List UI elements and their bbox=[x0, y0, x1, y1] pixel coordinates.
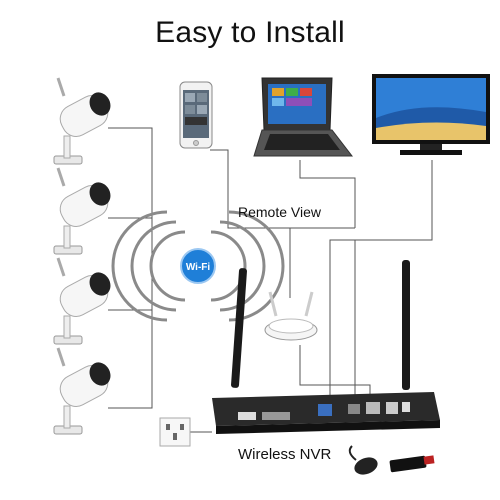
camera-4 bbox=[53, 347, 111, 435]
router-nvr-line bbox=[299, 345, 371, 400]
wifi-signal-icon bbox=[111, 210, 285, 322]
page-title: Easy to Install bbox=[155, 16, 345, 49]
connection-lines bbox=[108, 127, 433, 433]
smartphone bbox=[179, 81, 213, 149]
wifi-badge bbox=[180, 248, 216, 284]
camera-3 bbox=[53, 257, 111, 345]
remote-view-label: Remote View bbox=[238, 204, 322, 220]
wireless-nvr-label: Wireless NVR bbox=[238, 446, 332, 463]
laptop bbox=[253, 77, 354, 157]
wifi-router bbox=[264, 291, 318, 341]
usb-mouse bbox=[348, 445, 378, 475]
usb-drive bbox=[389, 455, 435, 473]
camera-1 bbox=[53, 77, 111, 165]
wireless-nvr bbox=[212, 260, 440, 434]
phone-remote-line bbox=[210, 149, 355, 229]
camera-bus-line bbox=[108, 127, 153, 409]
television bbox=[372, 74, 490, 155]
tv-hdmi-line bbox=[329, 160, 433, 400]
wifi-badge-label: Wi-Fi bbox=[186, 262, 211, 273]
camera-2 bbox=[53, 167, 111, 255]
power-socket bbox=[159, 417, 191, 447]
laptop-remote-line bbox=[299, 160, 356, 228]
